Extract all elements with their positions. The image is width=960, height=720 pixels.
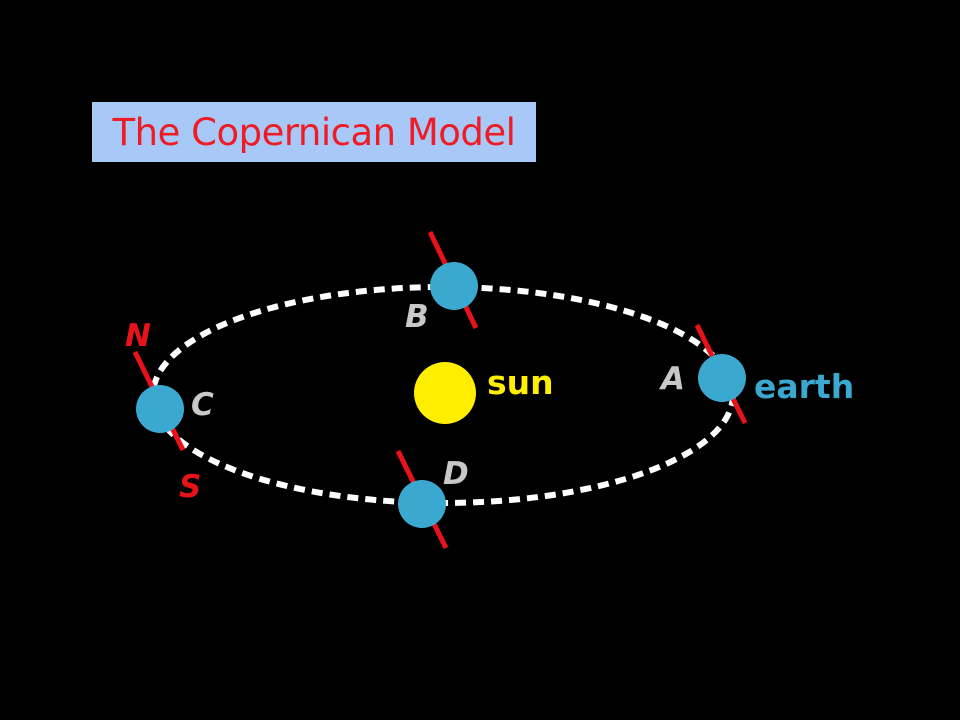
page-title: The Copernican Model (112, 110, 516, 154)
title-box: The Copernican Model (92, 102, 536, 162)
position-a-label: A (658, 361, 685, 397)
north-pole-label: N (125, 318, 151, 354)
position-d-label: D (443, 456, 469, 492)
sun (414, 362, 476, 424)
sun-label: sun (487, 363, 554, 402)
earth-position-b (430, 262, 478, 310)
earth-label: earth (754, 367, 854, 406)
south-pole-label: S (179, 469, 201, 505)
earth-position-a (698, 354, 746, 402)
earth-position-d (398, 480, 446, 528)
earth-position-c (136, 385, 184, 433)
position-c-label: C (191, 387, 214, 423)
position-b-label: B (405, 299, 429, 335)
